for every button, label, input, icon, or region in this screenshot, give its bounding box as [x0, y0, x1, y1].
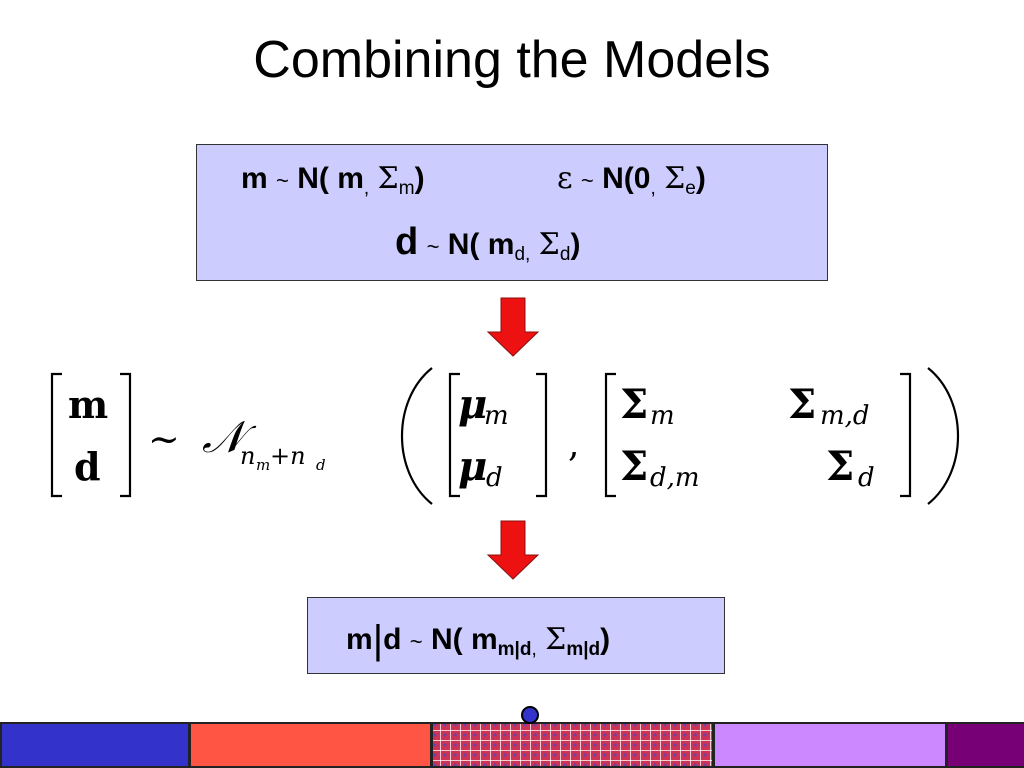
decorative-footer-bar: [0, 722, 1024, 768]
sigma-11: Σ: [620, 381, 648, 428]
slide-title: Combining the Models: [253, 31, 771, 89]
sigma-22: Σ: [826, 443, 854, 490]
vector-m: m: [68, 382, 108, 427]
tilde-symbol: ~: [148, 417, 180, 461]
svg-text:d,m: d,m: [650, 463, 700, 493]
posterior-distribution-box: m|d ~ N( mm|d, Σm|d): [307, 597, 725, 674]
down-arrow-icon: [486, 520, 540, 580]
svg-text:+n: +n: [270, 442, 306, 470]
svg-text:m: m: [484, 401, 509, 431]
data-distribution-equation: d ~ N( md, Σd): [395, 221, 581, 265]
m-prior-equation: m ~ N( m, Σm): [241, 161, 425, 199]
svg-text:d: d: [316, 456, 326, 474]
noise-prior-equation: ε ~ N(0, Σe): [557, 161, 706, 199]
mu-m: μ: [458, 381, 487, 428]
circle-marker-icon: [521, 706, 539, 724]
svg-text:d: d: [486, 463, 503, 493]
down-arrow-icon: [486, 297, 540, 357]
svg-text:m: m: [256, 456, 270, 474]
joint-distribution-formula: m d ~ 𝒩 n m +n d μ m μ d , Σ m Σ m,d Σ d…: [50, 367, 960, 505]
sigma-21: Σ: [620, 443, 648, 490]
mu-d: μ: [458, 443, 487, 490]
sigma-12: Σ: [788, 381, 816, 428]
posterior-equation: m|d ~ N( mm|d, Σm|d): [346, 618, 611, 662]
svg-text:m,d: m,d: [820, 401, 870, 431]
vector-d: d: [74, 444, 101, 489]
prior-distributions-box: m ~ N( m, Σm) ε ~ N(0, Σe) d ~ N( md, Σd…: [196, 144, 828, 281]
svg-text:d: d: [858, 463, 875, 493]
svg-text:n: n: [240, 442, 255, 470]
svg-text:m: m: [650, 401, 675, 431]
separator-comma: ,: [568, 424, 579, 465]
